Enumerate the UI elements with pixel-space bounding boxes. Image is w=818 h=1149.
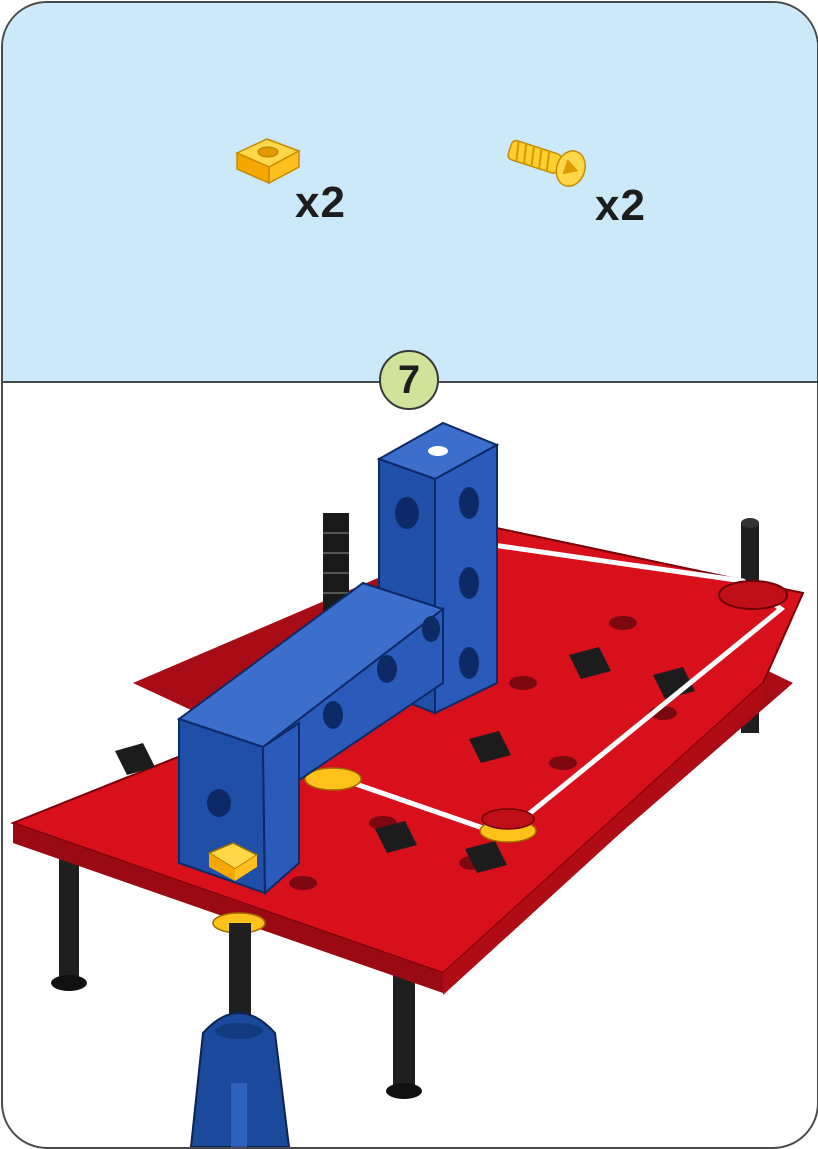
square-nut-icon [235, 138, 301, 185]
assembly-illustration [3, 383, 817, 1147]
step-number-badge: 7 [379, 350, 439, 410]
parts-panel: x2 x2 [3, 3, 817, 383]
blue-blocks [176, 421, 500, 896]
screw-icon [507, 139, 586, 187]
screwdriver [189, 1012, 291, 1147]
assembly-drawing [10, 421, 805, 1147]
screw-quantity: x2 [595, 181, 646, 230]
nut-quantity: x2 [295, 178, 346, 227]
